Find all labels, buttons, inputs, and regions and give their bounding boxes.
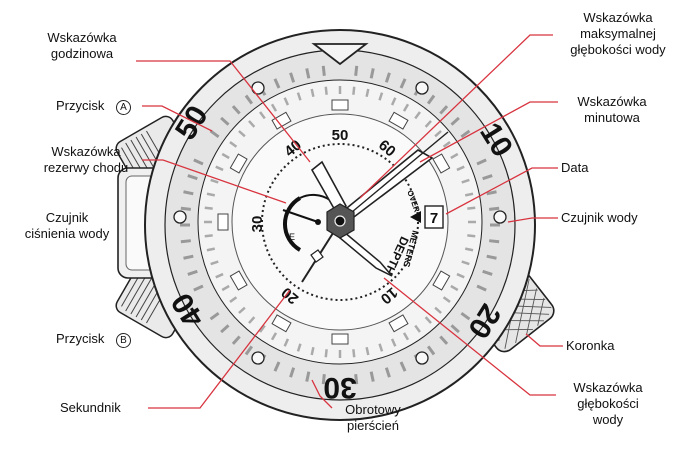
label-button-b: Przycisk B <box>56 331 131 348</box>
label-depth-hand-line3: wody <box>558 412 658 428</box>
hour-marker <box>332 100 348 110</box>
tick-mark <box>312 89 314 97</box>
label-hour-hand-line1: Wskazówka <box>30 30 134 46</box>
tick-mark <box>367 89 369 97</box>
tick-mark <box>307 372 309 382</box>
dial-number-30: 30 <box>249 216 266 233</box>
tick-mark <box>181 208 191 209</box>
tick-mark <box>367 347 369 355</box>
tick-mark <box>489 208 499 209</box>
label-hour-hand: Wskazówka godzinowa <box>30 30 134 62</box>
label-button-a-text: Przycisk <box>56 98 104 113</box>
label-minute-hand: Wskazówka minutowa <box>560 94 664 126</box>
label-second-hand-text: Sekundnik <box>60 400 121 416</box>
tick-mark <box>183 192 193 194</box>
label-rotating-ring-line1: Obrotowy <box>332 402 414 418</box>
label-depth-hand-line1: Wskazówka <box>558 380 658 396</box>
tick-mark <box>467 208 475 209</box>
date-value: 7 <box>430 210 438 227</box>
tick-mark <box>205 235 213 236</box>
label-date-text: Data <box>561 160 588 176</box>
label-power-reserve-line1: Wskazówka <box>30 144 142 160</box>
label-button-b-text: Przycisk <box>56 331 104 346</box>
tick-mark <box>353 349 354 357</box>
label-minute-hand-line2: minutowa <box>560 110 664 126</box>
tick-mark <box>207 194 215 196</box>
label-rotating-ring: Obrotowy pierścień <box>332 402 414 434</box>
tick-mark <box>487 256 497 258</box>
label-button-a-letter: A <box>116 100 131 115</box>
label-power-reserve: Wskazówka rezerwy chodu <box>30 144 142 176</box>
label-depth-hand: Wskazówka głębokości wody <box>558 380 658 428</box>
tick-mark <box>207 249 215 251</box>
tick-mark <box>371 372 373 382</box>
label-pressure-sensor: Czujnik ciśnienia wody <box>12 210 122 242</box>
tick-mark <box>326 349 327 357</box>
tick-mark <box>205 208 213 209</box>
tick-mark <box>465 194 473 196</box>
tick-mark <box>356 66 357 76</box>
label-date: Data <box>561 160 588 176</box>
label-pressure-sensor-line2: ciśnienia wody <box>12 226 122 242</box>
label-max-depth-hand: Wskazówka maksymalnej głębokości wody <box>556 10 680 58</box>
dial-number-50: 50 <box>332 127 349 144</box>
label-depth-hand-line2: głębokości <box>558 396 658 412</box>
label-water-sensor-text: Czujnik wody <box>561 210 638 226</box>
label-max-depth-hand-line1: Wskazówka <box>556 10 680 26</box>
label-power-reserve-line2: rezerwy chodu <box>30 160 142 176</box>
tick-mark <box>307 68 309 78</box>
tick-mark <box>323 66 324 76</box>
label-minute-hand-line1: Wskazówka <box>560 94 664 110</box>
tick-mark <box>183 256 193 258</box>
label-hour-hand-line2: godzinowa <box>30 46 134 62</box>
hour-marker <box>332 334 348 344</box>
label-button-a: Przycisk A <box>56 98 131 115</box>
label-max-depth-hand-line3: głębokości wody <box>556 42 680 58</box>
tick-mark <box>489 241 499 242</box>
power-reserve-e: E <box>289 232 295 242</box>
hour-marker <box>218 214 228 230</box>
tick-mark <box>326 87 327 95</box>
tick-mark <box>467 235 475 236</box>
label-rotating-ring-line2: pierścień <box>332 418 414 434</box>
bezel-number-30: 30 <box>323 371 356 404</box>
tick-mark <box>312 347 314 355</box>
label-max-depth-hand-line2: maksymalnej <box>556 26 680 42</box>
tick-mark <box>181 241 191 242</box>
tick-mark <box>465 249 473 251</box>
tick-mark <box>371 68 373 78</box>
label-crown-text: Koronka <box>566 338 614 354</box>
center-pin <box>335 216 345 226</box>
tick-mark <box>353 87 354 95</box>
label-pressure-sensor-line1: Czujnik <box>12 210 122 226</box>
label-water-sensor: Czujnik wody <box>561 210 638 226</box>
label-button-b-letter: B <box>116 333 131 348</box>
label-crown: Koronka <box>566 338 614 354</box>
label-second-hand: Sekundnik <box>60 400 121 416</box>
